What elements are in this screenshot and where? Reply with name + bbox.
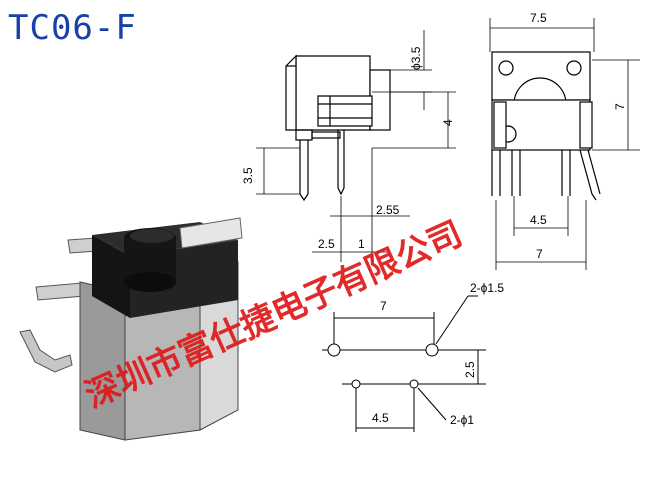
front-width-bottom-label: 7	[536, 247, 543, 261]
side-height-label: 4	[441, 119, 455, 126]
side-view	[285, 54, 391, 202]
side-lead-label: 3.5	[241, 167, 255, 184]
side-view-dimensions	[256, 30, 456, 262]
front-width-top-label: 7.5	[530, 11, 547, 25]
pcb-bottom-width-label: 4.5	[372, 411, 389, 425]
product-photo	[19, 217, 243, 441]
front-view-dimensions	[489, 18, 640, 270]
front-inner-label: 4.5	[530, 213, 547, 227]
pcb-hole-small-label: 2-ϕ1	[450, 413, 474, 427]
front-view	[491, 51, 601, 201]
part-title: TC06-F	[8, 8, 137, 48]
side-bottom-a-label: 2.5	[318, 237, 335, 251]
side-pitch-label: 2.55	[376, 203, 400, 217]
pcb-top-width-label: 7	[380, 299, 387, 313]
side-bottom-b-label: 1	[358, 237, 365, 251]
pcb-hole-large-label: 2-ϕ1.5	[470, 281, 504, 295]
pcb-row-gap-label: 2.5	[463, 361, 477, 378]
side-phi-label: ϕ3.5	[409, 46, 423, 70]
front-height-label: 7	[613, 103, 627, 110]
pcb-layout	[322, 295, 486, 432]
